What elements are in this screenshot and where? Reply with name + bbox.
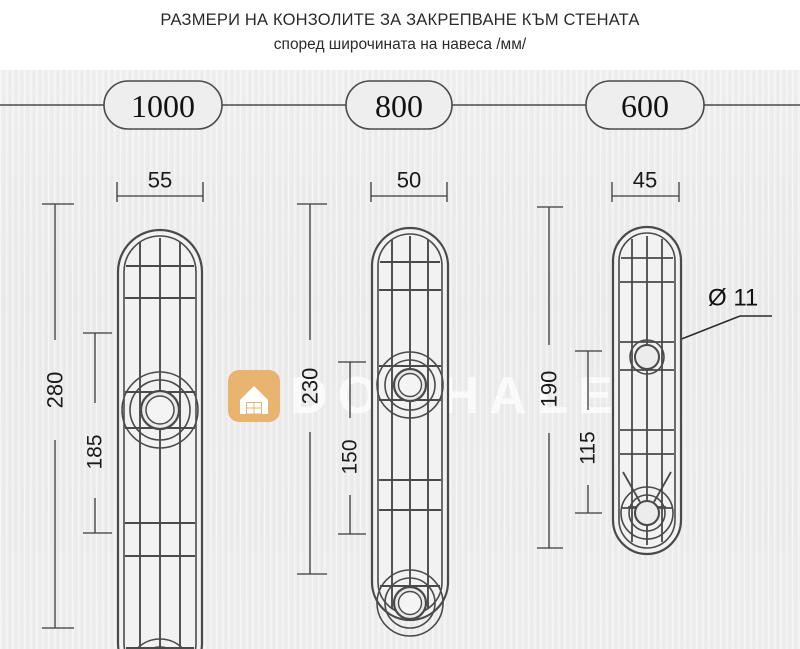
mounting-hole-upper-800 [376, 351, 444, 419]
hole-span-dimension-600 [575, 350, 602, 514]
width-label-600: 45 [633, 168, 657, 193]
bracket-body-1000 [116, 228, 204, 649]
pill-label-800: 800 [375, 88, 423, 124]
width-dimension-1000 [116, 182, 204, 202]
width-dimension-800 [370, 182, 448, 202]
height-dimension-800 [297, 203, 327, 575]
mounting-hole-upper-600 [629, 339, 665, 375]
pill-label-1000: 1000 [131, 88, 195, 124]
height-label-1000: 280 [43, 372, 68, 409]
page-subtitle: според широчината на навеса /мм/ [273, 36, 527, 53]
hole-span-label-600: 115 [577, 431, 600, 464]
pill-600[interactable]: 600 [585, 80, 705, 130]
width-label-800: 50 [397, 168, 421, 193]
page-title: РАЗМЕРИ НА КОНЗОЛИТЕ ЗА ЗАКРЕПВАНЕ КЪМ С… [160, 11, 640, 29]
pill-label-600: 600 [621, 88, 669, 124]
height-dimension-600 [537, 206, 563, 549]
bracket-800-group: 50 230 150 [297, 168, 450, 637]
title-block: РАЗМЕРИ НА КОНЗОЛИТЕ ЗА ЗАКРЕПВАНЕ КЪМ С… [0, 0, 800, 70]
hole-span-dimension-800 [338, 361, 366, 535]
mounting-hole-lower-1000 [135, 638, 185, 649]
drawing-canvas: DOMHALE 1000 800 600 [0, 70, 800, 649]
bracket-body-600 [611, 225, 683, 556]
mounting-hole-lower-800 [376, 569, 444, 637]
hole-span-label-800: 150 [339, 439, 362, 474]
height-label-600: 190 [537, 371, 562, 408]
variant-pill-row: 1000 800 600 [0, 80, 800, 130]
width-label-1000: 55 [148, 168, 172, 193]
watermark-icon [228, 370, 280, 422]
watermark-layer: DOMHALE [228, 367, 623, 425]
hole-span-dimension-1000 [83, 332, 112, 534]
watermark-text: DOMHALE [290, 367, 623, 425]
mounting-hole-lower-600 [620, 471, 674, 540]
mounting-hole-upper-1000 [121, 371, 199, 449]
pill-1000[interactable]: 1000 [103, 80, 223, 130]
width-dimension-600 [611, 182, 680, 202]
bracket-body-800 [370, 226, 450, 637]
hole-diameter-label: Ø 11 [708, 285, 758, 312]
pill-800[interactable]: 800 [345, 80, 453, 130]
bracket-600-group: 45 190 115 Ø 11 [537, 168, 772, 556]
height-label-800: 230 [298, 368, 323, 405]
hole-span-label-1000: 185 [84, 434, 107, 469]
height-dimension-1000 [42, 203, 74, 629]
bracket-1000-group: 55 280 185 [42, 168, 204, 649]
